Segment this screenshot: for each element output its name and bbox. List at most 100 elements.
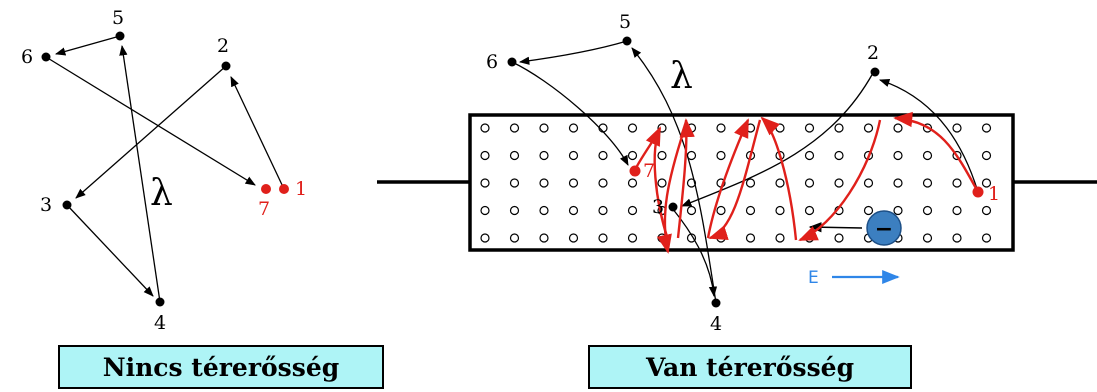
point-6 — [507, 57, 517, 67]
ion — [716, 205, 726, 216]
ion — [686, 178, 697, 188]
ion — [568, 150, 579, 161]
step-4-5 — [119, 44, 161, 303]
point-6 — [41, 52, 51, 62]
ion — [716, 150, 726, 161]
red-path-6 — [676, 118, 695, 239]
label-point-6: 6 — [486, 51, 498, 73]
step-1-2 — [230, 76, 285, 190]
ion — [657, 150, 667, 161]
ion — [804, 205, 815, 216]
ion — [863, 178, 874, 188]
point-2 — [870, 67, 880, 77]
point-3 — [62, 200, 72, 210]
point-7 — [629, 165, 641, 177]
step-3-4 — [671, 207, 718, 298]
label-point-3: 3 — [40, 194, 52, 216]
ion — [568, 178, 579, 188]
ion — [834, 233, 844, 243]
ion — [922, 205, 933, 216]
ion — [745, 233, 756, 243]
step-5-6 — [518, 40, 628, 65]
point-7 — [261, 184, 271, 194]
point-3 — [668, 202, 678, 212]
ion — [922, 233, 933, 243]
ion — [863, 123, 874, 133]
step-4-5 — [631, 47, 717, 304]
ion — [745, 178, 756, 188]
label-point-5: 5 — [619, 11, 631, 33]
label-point-6: 6 — [21, 46, 33, 68]
label-point-4: 4 — [154, 312, 166, 334]
ion — [952, 178, 962, 188]
lambda-label: λ — [670, 56, 693, 97]
ion — [804, 123, 815, 133]
step-3-4 — [66, 204, 154, 297]
ion — [834, 178, 844, 188]
ion — [627, 123, 638, 133]
ion — [893, 123, 903, 133]
ion — [981, 178, 992, 188]
left-random-walk: 1 2 3 4 5 6 7 λ — [21, 7, 307, 334]
ion — [509, 178, 520, 188]
ion — [539, 123, 549, 133]
point-1 — [972, 186, 984, 198]
ion — [480, 178, 490, 188]
step-6-7 — [511, 61, 629, 166]
ion — [834, 150, 844, 161]
ion — [539, 205, 549, 216]
ion — [598, 233, 608, 243]
ion — [539, 233, 549, 243]
label-point-7: 7 — [258, 198, 270, 220]
ion — [745, 123, 756, 133]
label-point-5: 5 — [112, 7, 124, 29]
label-point-4: 4 — [710, 313, 722, 335]
step-2-3 — [681, 72, 874, 207]
caption-no-field: Nincs térerősség — [58, 345, 384, 389]
ion — [952, 123, 962, 133]
label-point-1: 1 — [295, 178, 307, 200]
electron — [866, 210, 902, 246]
ion — [657, 178, 667, 188]
ion — [981, 205, 992, 216]
red-path-5 — [706, 118, 750, 239]
ion — [775, 233, 785, 243]
ion — [893, 205, 903, 216]
ion — [775, 123, 785, 133]
field-label: E — [808, 268, 819, 288]
point-5 — [622, 36, 632, 46]
red-path-2 — [798, 119, 882, 242]
ion — [627, 205, 638, 216]
red-path-4 — [708, 119, 762, 241]
step-2-3 — [75, 65, 227, 199]
ion — [952, 205, 962, 216]
label-point-3: 3 — [652, 196, 664, 218]
step-1-2 — [879, 79, 979, 193]
label-point-7: 7 — [643, 160, 655, 182]
step-5-6 — [54, 35, 121, 56]
ion — [716, 233, 726, 243]
ion — [480, 233, 490, 243]
electron-sign: − — [875, 217, 893, 242]
lambda-label: λ — [150, 173, 173, 214]
right-random-walk: 1 2 3 4 5 6 7 λ − E — [486, 11, 1000, 335]
ion — [716, 123, 726, 133]
ion — [568, 233, 579, 243]
ion — [509, 233, 520, 243]
ion — [568, 123, 579, 133]
label-point-1: 1 — [988, 183, 1000, 205]
ion — [568, 205, 579, 216]
label-point-2: 2 — [867, 42, 879, 64]
ion — [981, 123, 992, 133]
ion — [952, 233, 962, 243]
point-4 — [155, 297, 165, 307]
ion — [834, 123, 844, 133]
ion — [804, 178, 815, 188]
ion — [598, 178, 608, 188]
ion — [539, 150, 549, 161]
ion — [598, 205, 608, 216]
ion — [981, 233, 992, 243]
ion — [627, 233, 638, 243]
ion — [922, 178, 933, 188]
ion — [480, 205, 490, 216]
